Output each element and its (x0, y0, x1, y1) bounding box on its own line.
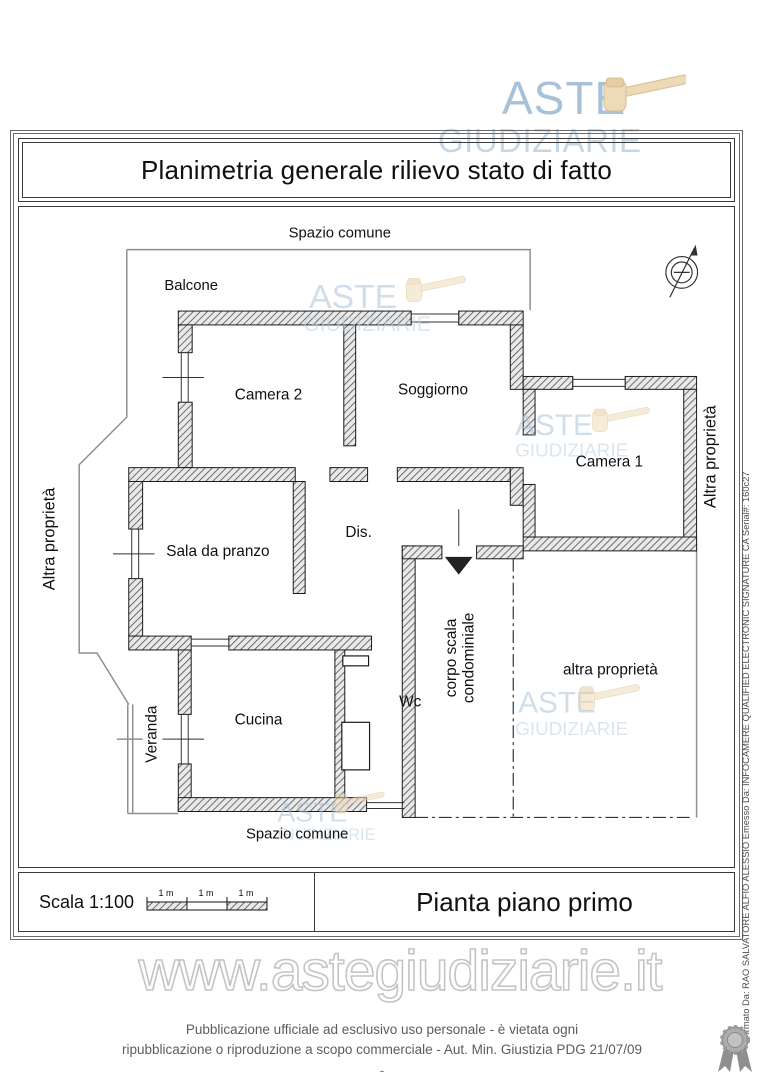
scale-bar: 1 m 1 m 1 m (146, 888, 268, 911)
floor-plan-area: ASTE GIUDIZIARIE ASTE GIUDIZIARIE ASTE G… (18, 206, 735, 868)
label-altra-proprieta-right: Altra proprietà (701, 404, 719, 508)
label-balcone: Balcone (164, 278, 218, 294)
room-labels: Spazio comune Balcone Camera 2 Soggiorno… (40, 226, 719, 843)
disclaimer: Pubblicazione ufficiale ad esclusivo uso… (0, 1020, 764, 1081)
label-corpo-scala-2: condominiale (461, 613, 478, 704)
scale-bar-ticks: 1 m 1 m 1 m (159, 888, 254, 898)
label-altra-proprieta-left: Altra proprietà (40, 487, 58, 591)
label-camera1: Camera 1 (576, 454, 643, 471)
footer-bar: Scala 1:100 1 m 1 m 1 m (18, 872, 735, 932)
watermark-giudiziarie-text: GIUDIZIARIE (515, 718, 628, 739)
logo-giudiziarie-text: GIUDIZIARIE (438, 122, 642, 159)
label-wc: Wc (399, 693, 421, 710)
scale-tick-3: 1 m (239, 888, 254, 898)
digital-signature-text: Firmato Da: RAO SALVATORE ALFIO ALESSIO … (741, 471, 751, 1040)
label-sala-da-pranzo: Sala da pranzo (166, 543, 269, 560)
plan-watermark-bottom-right: ASTE GIUDIZIARIE (515, 683, 641, 739)
watermark-aste-text: ASTE (309, 279, 397, 316)
outer-boundary-lines (78, 248, 698, 818)
disclaimer-dash: - (379, 1063, 385, 1079)
aste-giudiziarie-logo: ASTE GIUDIZIARIE (436, 70, 690, 165)
document-frame-inner: Planimetria generale rilievo stato di fa… (13, 133, 740, 937)
disclaimer-line1: Pubblicazione ufficiale ad esclusivo uso… (185, 1022, 579, 1037)
label-corpo-scala-1: corpo scala (443, 618, 460, 697)
page-title: Planimetria generale rilievo stato di fa… (140, 154, 613, 185)
label-veranda: Veranda (143, 705, 160, 763)
floor-plan-drawing: ASTE GIUDIZIARIE ASTE GIUDIZIARIE ASTE G… (40, 226, 719, 845)
scale-tick-2: 1 m (199, 888, 214, 898)
document-frame: Planimetria generale rilievo stato di fa… (10, 130, 743, 940)
north-compass-icon (665, 244, 699, 298)
label-camera2: Camera 2 (235, 386, 302, 403)
dash-dot-boundary (415, 558, 694, 819)
plan-watermark-bottom: ASTE GIUDIZIARIE (277, 791, 386, 844)
plan-name: Pianta piano primo (416, 886, 633, 917)
gavel-icon (603, 73, 690, 112)
wc-fixtures (341, 655, 371, 771)
gavel-icon (592, 406, 651, 432)
label-spazio-comune-bottom: Spazio comune (246, 826, 348, 842)
plan-name-cell: Pianta piano primo (315, 873, 734, 931)
title-box: Planimetria generale rilievo stato di fa… (18, 138, 735, 202)
plan-watermark-camera1: ASTE GIUDIZIARIE (515, 406, 651, 461)
watermark-aste-text: ASTE (515, 409, 593, 442)
gavel-icon (578, 683, 641, 711)
windows (112, 311, 626, 810)
disclaimer-line2: ripubblicazione o riproduzione a scopo c… (121, 1041, 642, 1057)
scale-tick-1: 1 m (159, 888, 174, 898)
label-dis: Dis. (345, 524, 371, 541)
watermark-giudiziarie-text: GIUDIZIARIE (277, 826, 375, 844)
plan-watermark-top: ASTE GIUDIZIARIE (303, 275, 467, 336)
logo-graphic: ASTE GIUDIZIARIE (438, 72, 690, 159)
watermark-giudiziarie-text: GIUDIZIARIE (303, 312, 431, 336)
gavel-icon (405, 275, 467, 302)
watermark-giudiziarie-text: GIUDIZIARIE (515, 440, 628, 461)
label-spazio-comune-top: Spazio comune (289, 226, 391, 242)
scale-label: Scala 1:100 (39, 891, 135, 912)
label-soggiorno: Soggiorno (398, 381, 468, 398)
seal-rosette-icon (718, 1025, 752, 1072)
entry-door (444, 509, 473, 575)
website-watermark: www.astegiudiziarie.it (138, 938, 664, 1004)
label-cucina: Cucina (235, 711, 283, 728)
label-altra-proprieta-bottom: altra proprietà (563, 662, 658, 679)
scale-cell: Scala 1:100 1 m 1 m 1 m (19, 873, 315, 931)
walls (128, 310, 698, 818)
scale-bar-segments (146, 897, 268, 911)
